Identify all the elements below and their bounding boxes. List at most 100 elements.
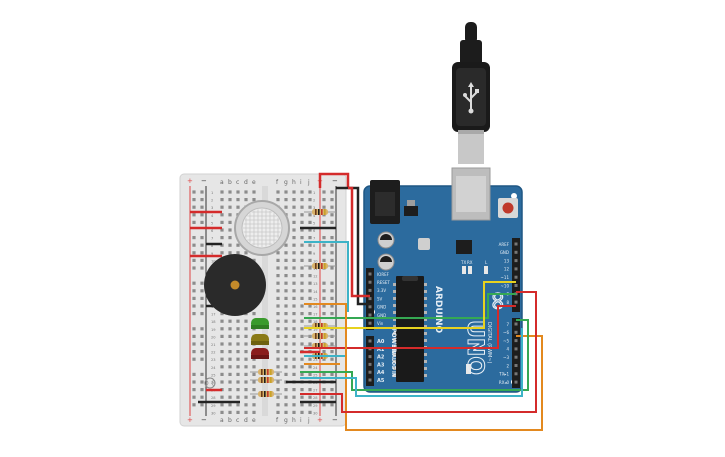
header-pin[interactable] (514, 267, 518, 271)
rail-hole[interactable] (192, 220, 196, 224)
breadboard-hole[interactable] (308, 342, 312, 346)
breadboard-hole[interactable] (244, 380, 248, 384)
breadboard-hole[interactable] (252, 410, 256, 414)
rail-hole[interactable] (322, 205, 326, 209)
rail-hole[interactable] (200, 350, 204, 354)
breadboard-hole[interactable] (292, 334, 296, 338)
breadboard-hole[interactable] (236, 410, 240, 414)
breadboard-hole[interactable] (236, 190, 240, 194)
rail-hole[interactable] (192, 198, 196, 202)
rail-hole[interactable] (330, 312, 334, 316)
breadboard-hole[interactable] (300, 342, 304, 346)
breadboard-hole[interactable] (292, 327, 296, 331)
rail-hole[interactable] (200, 205, 204, 209)
rail-hole[interactable] (200, 289, 204, 293)
header-pin[interactable] (368, 355, 372, 359)
rail-hole[interactable] (200, 395, 204, 399)
rail-hole[interactable] (200, 258, 204, 262)
rail-hole[interactable] (330, 403, 334, 407)
breadboard-hole[interactable] (252, 365, 256, 369)
breadboard-hole[interactable] (292, 388, 296, 392)
rail-hole[interactable] (330, 289, 334, 293)
breadboard-hole[interactable] (308, 403, 312, 407)
breadboard-hole[interactable] (300, 312, 304, 316)
rail-hole[interactable] (192, 281, 196, 285)
rail-hole[interactable] (192, 334, 196, 338)
rail-hole[interactable] (200, 357, 204, 361)
rail-hole[interactable] (322, 243, 326, 247)
breadboard-hole[interactable] (220, 365, 224, 369)
breadboard-hole[interactable] (292, 190, 296, 194)
breadboard-hole[interactable] (308, 236, 312, 240)
breadboard-hole[interactable] (276, 190, 280, 194)
rail-hole[interactable] (330, 304, 334, 308)
breadboard-hole[interactable] (284, 251, 288, 255)
header-pin[interactable] (514, 380, 518, 384)
breadboard-hole[interactable] (276, 281, 280, 285)
breadboard-hole[interactable] (292, 319, 296, 323)
wire-orange[interactable] (304, 303, 543, 431)
wire-black-gnd[interactable] (336, 186, 370, 306)
rail-hole[interactable] (330, 266, 334, 270)
rail-hole[interactable] (330, 281, 334, 285)
breadboard-hole[interactable] (236, 251, 240, 255)
breadboard-hole[interactable] (300, 289, 304, 293)
breadboard-hole[interactable] (228, 380, 232, 384)
rail-hole[interactable] (192, 380, 196, 384)
breadboard-hole[interactable] (276, 289, 280, 293)
breadboard-hole[interactable] (308, 220, 312, 224)
breadboard-hole[interactable] (236, 372, 240, 376)
rail-hole[interactable] (192, 388, 196, 392)
rail-hole[interactable] (322, 296, 326, 300)
breadboard-hole[interactable] (276, 319, 280, 323)
breadboard-hole[interactable] (300, 274, 304, 278)
breadboard-hole[interactable] (300, 395, 304, 399)
rail-hole[interactable] (322, 198, 326, 202)
breadboard-hole[interactable] (300, 220, 304, 224)
rail-hole[interactable] (192, 236, 196, 240)
breadboard-hole[interactable] (308, 319, 312, 323)
breadboard-hole[interactable] (308, 388, 312, 392)
breadboard-hole[interactable] (228, 228, 232, 232)
rail-hole[interactable] (322, 372, 326, 376)
breadboard-hole[interactable] (220, 251, 224, 255)
breadboard-hole[interactable] (292, 296, 296, 300)
breadboard-hole[interactable] (228, 319, 232, 323)
breadboard-hole[interactable] (300, 198, 304, 202)
rail-hole[interactable] (322, 281, 326, 285)
breadboard-hole[interactable] (292, 350, 296, 354)
breadboard-hole[interactable] (308, 243, 312, 247)
rail-hole[interactable] (322, 251, 326, 255)
rail-hole[interactable] (200, 220, 204, 224)
rail-hole[interactable] (330, 190, 334, 194)
header-pin[interactable] (368, 362, 372, 366)
breadboard-hole[interactable] (300, 403, 304, 407)
breadboard-hole[interactable] (244, 327, 248, 331)
breadboard-hole[interactable] (308, 357, 312, 361)
header-pin[interactable] (368, 339, 372, 343)
breadboard-hole[interactable] (244, 198, 248, 202)
rail-hole[interactable] (192, 350, 196, 354)
breadboard-hole[interactable] (292, 236, 296, 240)
breadboard-hole[interactable] (220, 213, 224, 217)
breadboard-hole[interactable] (220, 319, 224, 323)
breadboard-hole[interactable] (220, 334, 224, 338)
rail-hole[interactable] (200, 281, 204, 285)
breadboard-hole[interactable] (244, 350, 248, 354)
breadboard-hole[interactable] (284, 258, 288, 262)
breadboard-hole[interactable] (284, 205, 288, 209)
breadboard-hole[interactable] (284, 327, 288, 331)
breadboard-hole[interactable] (292, 198, 296, 202)
rail-hole[interactable] (330, 213, 334, 217)
breadboard-hole[interactable] (220, 228, 224, 232)
breadboard-hole[interactable] (292, 258, 296, 262)
rail-hole[interactable] (322, 388, 326, 392)
rail-hole[interactable] (322, 190, 326, 194)
breadboard-hole[interactable] (284, 198, 288, 202)
breadboard-hole[interactable] (228, 403, 232, 407)
breadboard-hole[interactable] (244, 251, 248, 255)
rail-hole[interactable] (192, 296, 196, 300)
breadboard-hole[interactable] (292, 312, 296, 316)
breadboard-hole[interactable] (236, 342, 240, 346)
rail-hole[interactable] (322, 395, 326, 399)
